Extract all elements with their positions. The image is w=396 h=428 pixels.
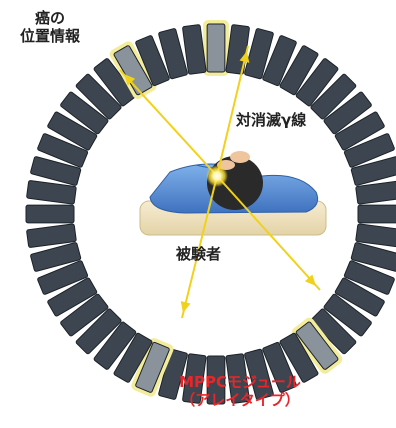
detector-module [158,28,188,80]
detector-module [182,24,207,75]
gamma-line-4 [216,175,321,291]
gamma-line-1 [119,69,218,177]
detector-module [279,45,319,96]
mppc-module-label: MPPCモジュール （アレイタイプ） [150,373,330,409]
detector-module [350,242,396,272]
detector-module [30,156,82,186]
cancer-position-line-2: 位置情報 [19,26,80,45]
detector-module [135,35,170,87]
mppc-module-line-2: （アレイタイプ） [180,390,300,409]
detector-module [355,180,396,205]
detector-module [334,111,385,151]
cancer-position-line-1: 癌の [34,9,65,27]
detector-module [93,321,137,370]
gamma-ray-lines [119,45,321,319]
detector-module [323,293,372,337]
detector-module [75,308,122,355]
detector-module [355,223,396,248]
detector-module [244,28,274,80]
detector-module [25,204,75,224]
patient-nose [230,151,250,163]
detector-module [262,341,297,393]
detector-module [60,293,109,337]
detector-module [26,223,77,248]
detector-module [244,348,274,400]
gamma-line-3 [216,45,249,177]
detector-module [206,355,226,405]
detector-module [37,133,89,168]
detector-module [60,91,109,135]
detector-module [262,35,297,87]
mppc-module-line-1: MPPCモジュール [179,373,301,391]
detector-module [357,204,396,224]
detector-module [30,242,82,272]
detector-module [37,260,89,295]
annihilation-point [206,165,228,187]
patient-figure [139,151,327,236]
detector-module [93,58,137,107]
detector-module [334,277,385,317]
arrowhead-2 [180,301,191,313]
arrowhead-3 [239,51,250,63]
detector-module [158,348,188,400]
detector-module-active [295,321,339,370]
detector-module [310,308,357,355]
detector-module-active [206,23,226,73]
detector-module [323,91,372,135]
detector-module-active [135,341,170,393]
cancer-position-label: 癌の 位置情報 [10,9,90,45]
detector-module [113,332,153,383]
detector-module [75,73,122,120]
detector-module [350,156,396,186]
detector-module [310,73,357,120]
gamma-pair-label: 対消滅γ線 [236,111,307,129]
detector-module [47,111,98,151]
gamma-line-2 [181,175,218,319]
arrowhead-1 [124,74,136,86]
detector-module [343,133,395,168]
subject-label: 被験者 [176,245,222,263]
detector-module [225,353,250,404]
detector-module [295,58,339,107]
detector-ring [25,20,396,405]
detector-module [343,260,395,295]
detector-module [26,180,77,205]
arrowhead-4 [304,274,316,286]
detector-module [47,277,98,317]
detector-module [279,332,319,383]
detector-module [182,353,207,404]
